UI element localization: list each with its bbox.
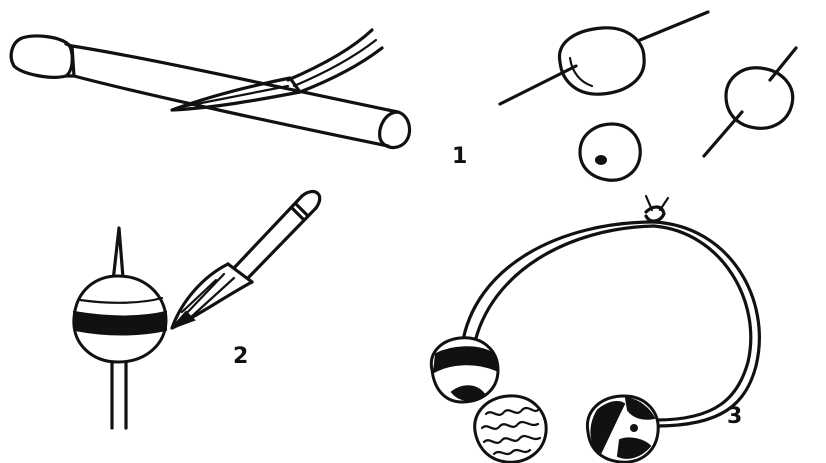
paintbrush-icon [172,192,320,328]
step-1-number: 1 [452,144,467,169]
step-2-number: 2 [233,344,248,369]
bead-on-pin-small-icon [704,48,796,156]
bracelet-bead-striped-icon [431,338,498,402]
bead-loose-icon [580,124,640,180]
bracelet-bead-marbled-icon [587,396,658,462]
bracelet-cord-icon [462,196,759,426]
bead-on-stick-icon [74,228,166,428]
rolling-pin-icon [11,36,409,148]
bracelet-bead-wavy-icon [475,396,546,462]
bead-on-pin-large-icon [500,12,708,104]
step-3-number: 3 [727,404,742,429]
